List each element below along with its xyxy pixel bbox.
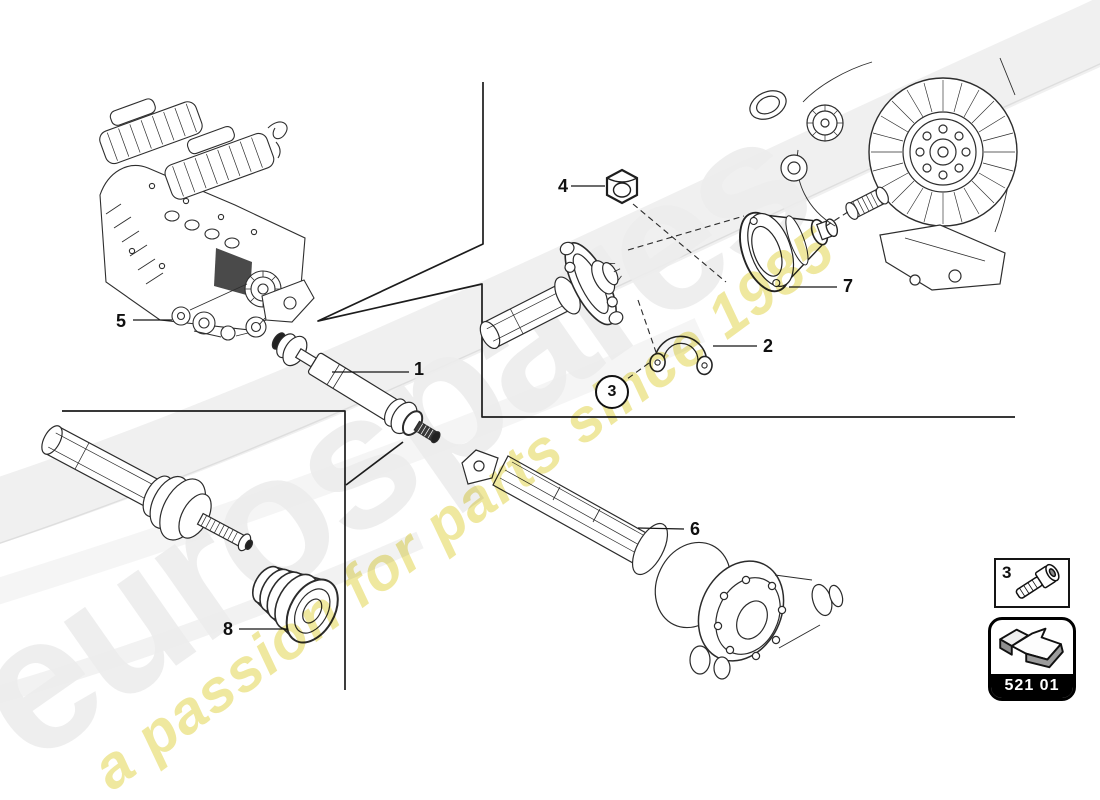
engine-drawing (99, 98, 315, 341)
fastener-ref-label: 3 (1002, 563, 1012, 582)
callout-lines (133, 185, 837, 630)
code-box-icon-area (991, 620, 1073, 674)
callout-label-1[interactable]: 1 (413, 359, 425, 379)
section-code-box[interactable]: 521 01 (988, 617, 1076, 701)
nut-drawing (605, 168, 639, 205)
propshaft-flange-drawing (479, 241, 624, 350)
callout-label-4[interactable]: 4 (557, 176, 569, 196)
callout-label-3-circled[interactable]: 3 (595, 375, 629, 409)
swoosh-graphic (0, 0, 1100, 704)
callout-label-6[interactable]: 6 (689, 519, 701, 539)
assembly-dashed-lines (626, 203, 852, 380)
callout-label-5[interactable]: 5 (115, 311, 127, 331)
direction-arrow-icon (999, 627, 1064, 669)
fastener-legend-box[interactable]: 3 (994, 558, 1070, 608)
axle-shaft-drawing (41, 425, 339, 644)
socket-bolt-icon (1015, 563, 1060, 599)
front-diff-drawing (461, 449, 844, 680)
callout-label-7[interactable]: 7 (842, 276, 854, 296)
callout-label-2[interactable]: 2 (762, 336, 774, 356)
gearbox-drawing (749, 57, 1018, 291)
boot-drawing (739, 211, 839, 293)
section-code-label: 521 01 (991, 674, 1073, 698)
callout-label-8[interactable]: 8 (222, 619, 234, 639)
clamp-drawing (649, 335, 713, 376)
propshaft-drawing (271, 332, 441, 444)
frame-lines (62, 82, 1015, 690)
